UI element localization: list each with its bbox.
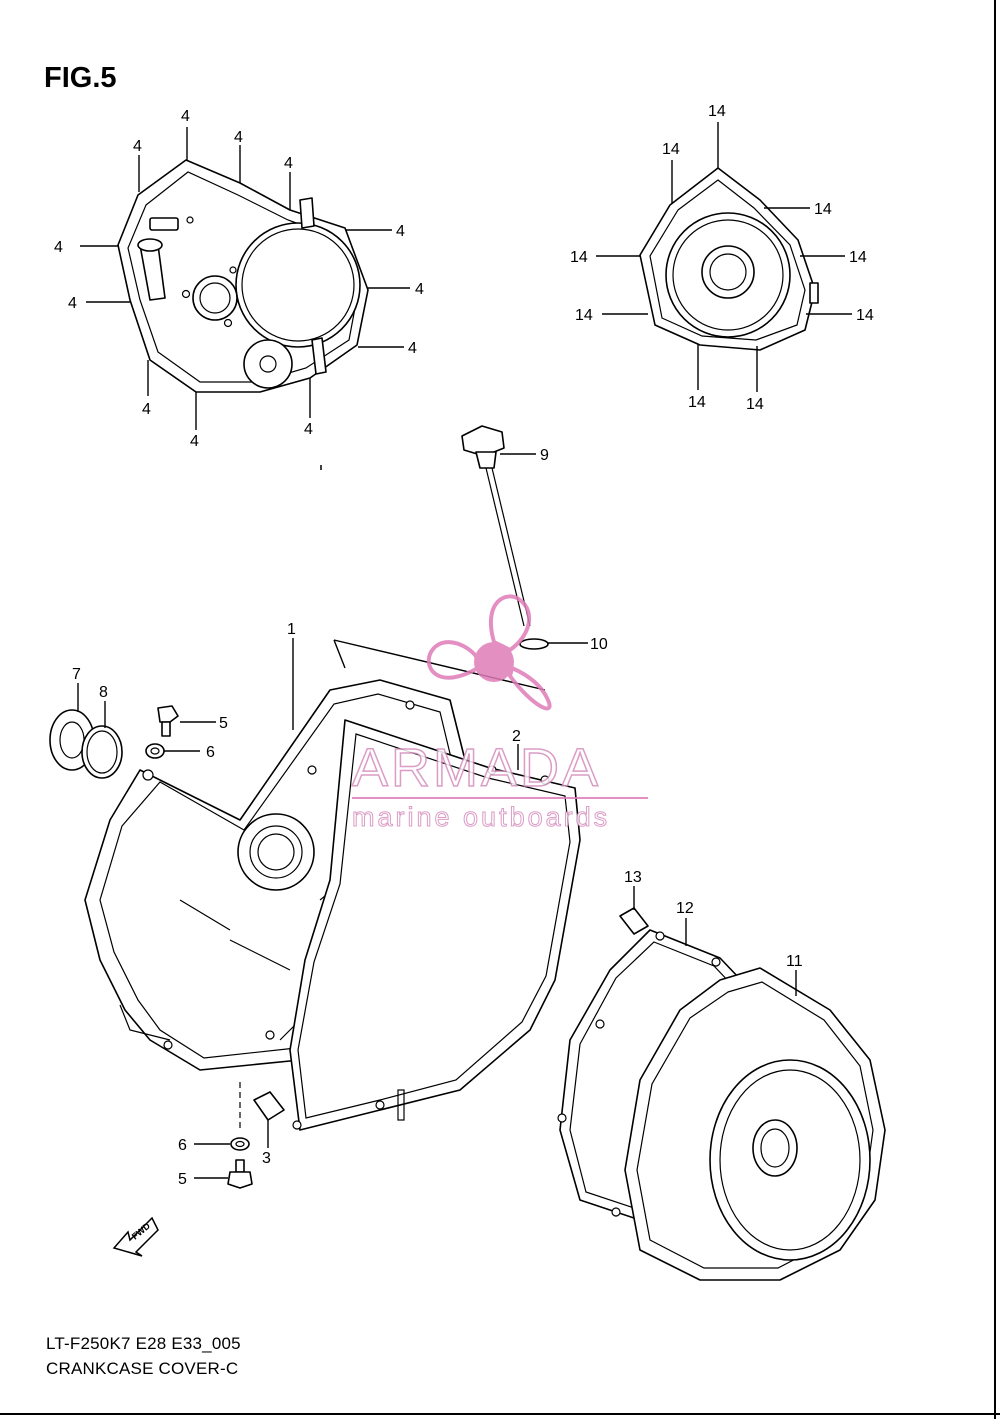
callout-12: 12: [676, 900, 694, 917]
callout-4-leaders: [80, 127, 410, 430]
watermark-brand: ARMADA: [352, 738, 601, 798]
callout-8: 8: [99, 684, 108, 701]
forward-direction-arrow: FWD: [112, 1216, 159, 1257]
callout-4: 4: [234, 129, 243, 146]
callout-2: 2: [512, 728, 521, 745]
callout-4: 4: [408, 340, 417, 357]
callout-6: 6: [206, 744, 215, 761]
callout-11: 11: [786, 953, 803, 970]
callout-14: 14: [849, 249, 867, 266]
watermark-tagline: marine outboards: [352, 802, 610, 832]
callout-9: 9: [540, 447, 549, 464]
callout-3: 3: [262, 1150, 271, 1167]
callout-4: 4: [284, 155, 293, 172]
callout-7: 7: [72, 666, 81, 683]
dipstick-drawing: [461, 425, 549, 650]
drawing-name: CRANKCASE COVER-C: [46, 1359, 239, 1378]
callout-4: 4: [304, 421, 313, 438]
generator-cover-gasket-drawing: [639, 167, 819, 351]
drain-bolt-upper-drawing: [145, 705, 179, 759]
callout-14: 14: [688, 394, 706, 411]
callout-14: 14: [746, 396, 764, 413]
callout-4: 4: [142, 401, 151, 418]
callout-14: 14: [814, 201, 832, 218]
callout-14: 14: [856, 307, 874, 324]
callout-6: 6: [178, 1137, 187, 1154]
drawing-code: LT-F250K7 E28 E33_005: [46, 1334, 241, 1353]
callout-14: 14: [662, 141, 680, 158]
oil-seal-drawing: [49, 709, 123, 779]
callout-1: 1: [287, 621, 296, 638]
propeller-logo-icon: [426, 594, 552, 711]
callout-4: 4: [54, 239, 63, 256]
callout-5: 5: [178, 1171, 187, 1188]
callout-4: 4: [68, 295, 77, 312]
callout-5: 5: [219, 715, 228, 732]
callout-4: 4: [396, 223, 405, 240]
callout-10: 10: [590, 636, 608, 653]
callout-14: 14: [575, 307, 593, 324]
callout-14-leaders: [596, 122, 852, 392]
figure-title: FIG.5: [44, 62, 117, 94]
drain-bolt-lower-drawing: [227, 1082, 285, 1189]
callout-4: 4: [133, 138, 142, 155]
callout-14-labels: 14 14 14 14 14 14 14 14 14: [570, 103, 874, 413]
crankcase-gasket-drawing: [289, 719, 581, 1131]
callout-14: 14: [570, 249, 588, 266]
callout-4: 4: [190, 433, 199, 450]
callout-13: 13: [624, 869, 642, 886]
callout-4-labels: 4 4 4 4 4 4 4 4 4 4 4 4: [54, 108, 424, 450]
generator-cover-drawing: [624, 967, 886, 1281]
armada-watermark: ARMADA marine outboards: [351, 594, 648, 833]
callout-14: 14: [708, 103, 726, 120]
callout-4: 4: [181, 108, 190, 125]
clutch-cover-gasket-drawing: [117, 159, 369, 393]
callout-4: 4: [415, 281, 424, 298]
